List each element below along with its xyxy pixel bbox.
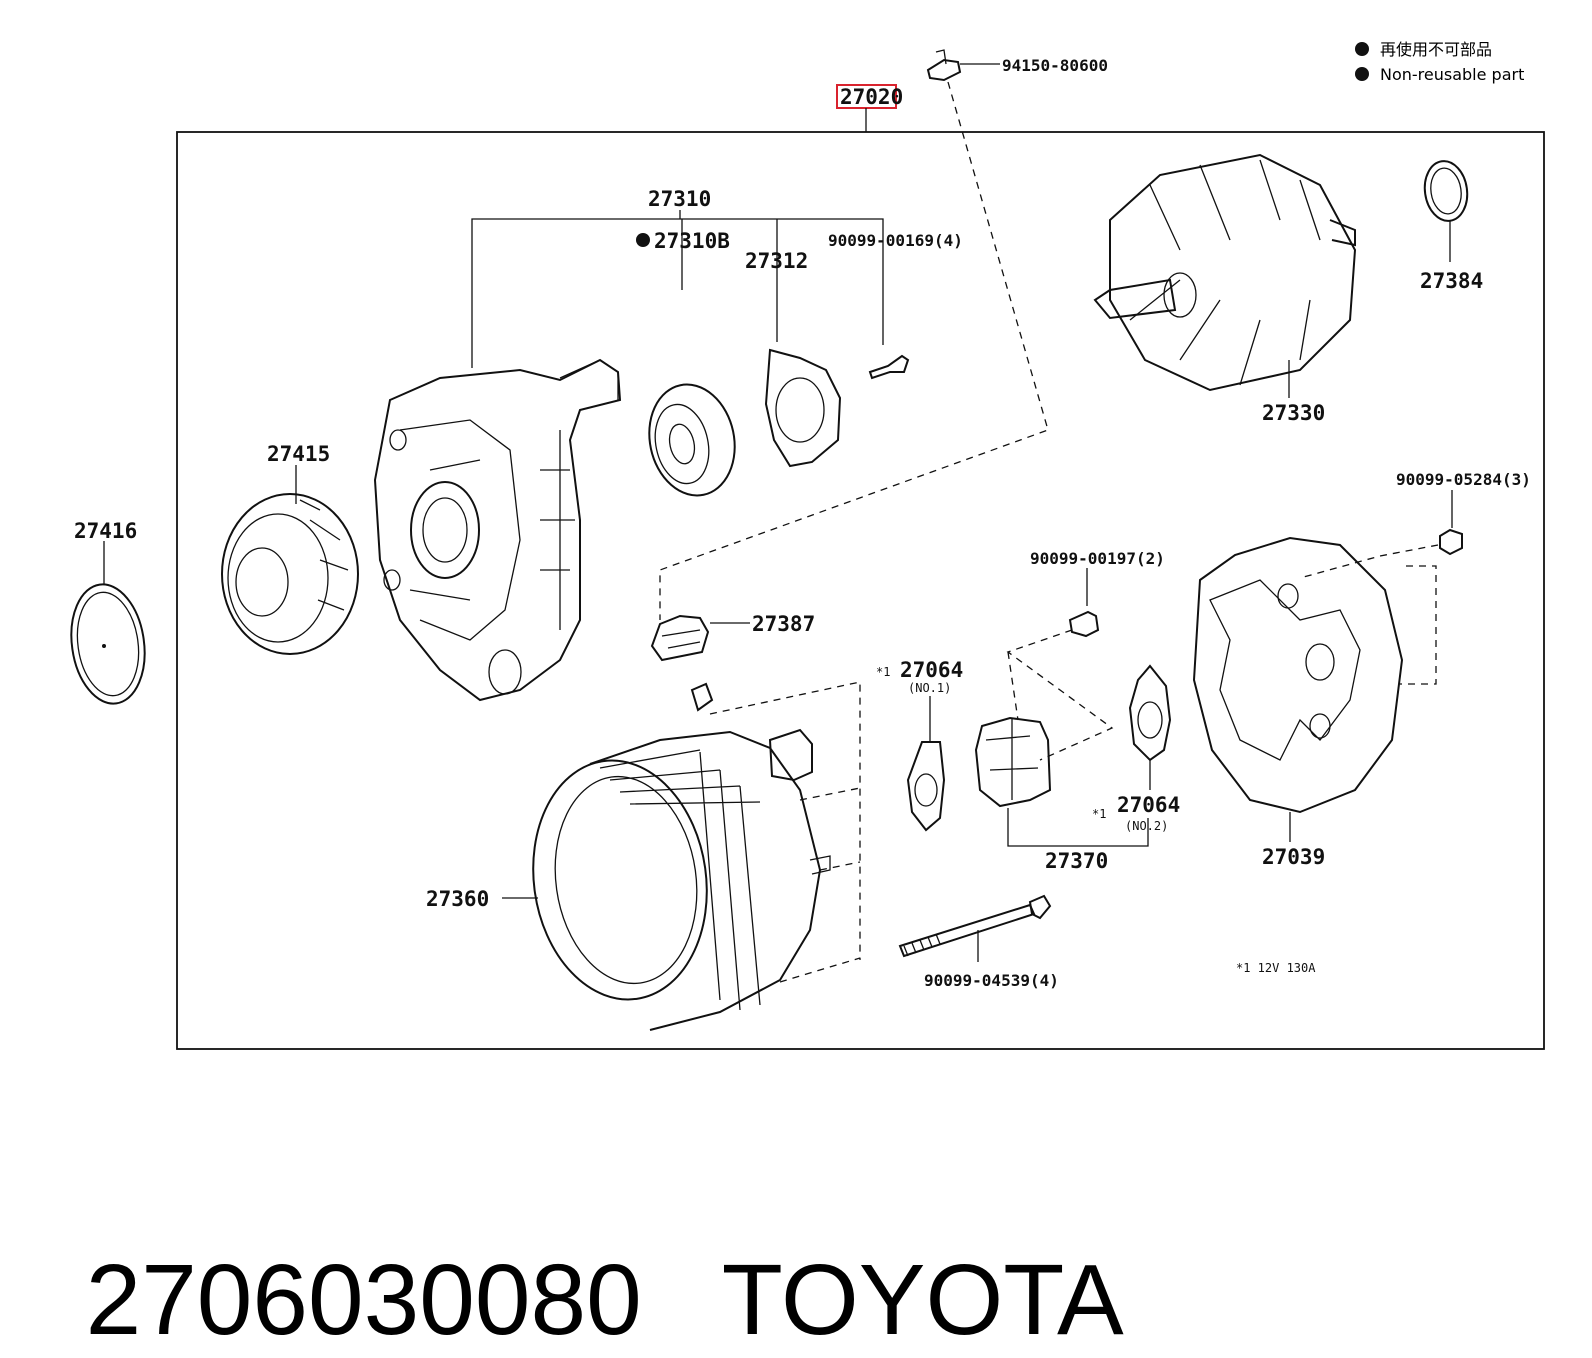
footer-caption: 2706030080 TOYOTA xyxy=(30,1128,1124,1358)
gasket-27384 xyxy=(1423,160,1469,222)
legend-dot-en xyxy=(1355,67,1369,81)
star-note-no2: *1 xyxy=(1092,807,1106,821)
part-label-27384[interactable]: 27384 xyxy=(1420,269,1483,293)
legend-jp: 再使用不可部品 xyxy=(1380,40,1492,59)
part-label-27039[interactable]: 27039 xyxy=(1262,845,1325,869)
part-label-90099-05284[interactable]: 90099-05284(3) xyxy=(1396,470,1531,489)
part-label-27416[interactable]: 27416 xyxy=(74,519,137,543)
bolt-90099-04539 xyxy=(898,894,1052,958)
part-label-27312[interactable]: 27312 xyxy=(745,249,808,273)
part-sub-no1: (NO.1) xyxy=(908,681,951,695)
gasket-27064-no2 xyxy=(1128,664,1172,762)
pulley-27415 xyxy=(221,493,359,655)
part-label-90099-00169[interactable]: 90099-00169(4) xyxy=(828,231,963,250)
bearing-27310B xyxy=(648,383,736,497)
part-label-90099-00197[interactable]: 90099-00197(2) xyxy=(1030,549,1165,568)
footer-part-number: 2706030080 xyxy=(85,1244,642,1356)
nut-94150 xyxy=(926,49,962,82)
part-label-27064-no2[interactable]: 27064 xyxy=(1117,793,1180,817)
rotor-27330 xyxy=(1093,153,1357,392)
assembly-frame xyxy=(176,131,1545,1050)
legend-en: Non-reusable part xyxy=(1380,65,1524,84)
nut-90099-05284 xyxy=(1439,528,1463,556)
note-12v-130a: *1 12V 130A xyxy=(1236,961,1316,975)
screw-90099-00169 xyxy=(868,354,910,380)
screw-90099-00197 xyxy=(1068,610,1100,638)
insulator-27387 xyxy=(650,614,710,662)
part-label-27020[interactable]: 27020 xyxy=(840,85,903,109)
stator-27360 xyxy=(532,682,831,1031)
part-label-90099-04539[interactable]: 90099-04539(4) xyxy=(924,971,1059,990)
rear-cover-27039 xyxy=(1192,536,1404,814)
cap-27416 xyxy=(70,583,146,705)
gasket-27064-no1 xyxy=(906,741,946,832)
parts-diagram: 再使用不可部品 Non-reusable part 27020 94150-80… xyxy=(70,40,1545,1050)
star-note-no1: *1 xyxy=(876,665,890,679)
part-label-27360[interactable]: 27360 xyxy=(426,887,489,911)
part-label-27310[interactable]: 27310 xyxy=(648,187,711,211)
footer-brand: TOYOTA xyxy=(721,1244,1124,1356)
part-label-27387[interactable]: 27387 xyxy=(752,612,815,636)
part-label-27064-no1[interactable]: 27064 xyxy=(900,658,963,682)
non-reusable-dot xyxy=(636,233,650,247)
brush-holder-27370 xyxy=(974,716,1052,808)
retainer-plate-27312 xyxy=(764,348,842,468)
legend-dot-jp xyxy=(1355,42,1369,56)
part-label-27330[interactable]: 27330 xyxy=(1262,401,1325,425)
part-label-27370[interactable]: 27370 xyxy=(1045,849,1108,873)
part-label-94150-80600[interactable]: 94150-80600 xyxy=(1002,56,1108,75)
part-label-27415[interactable]: 27415 xyxy=(267,442,330,466)
part-label-27310B[interactable]: 27310B xyxy=(654,229,730,253)
front-housing-27310 xyxy=(373,358,622,702)
part-sub-no2: (NO.2) xyxy=(1125,819,1168,833)
